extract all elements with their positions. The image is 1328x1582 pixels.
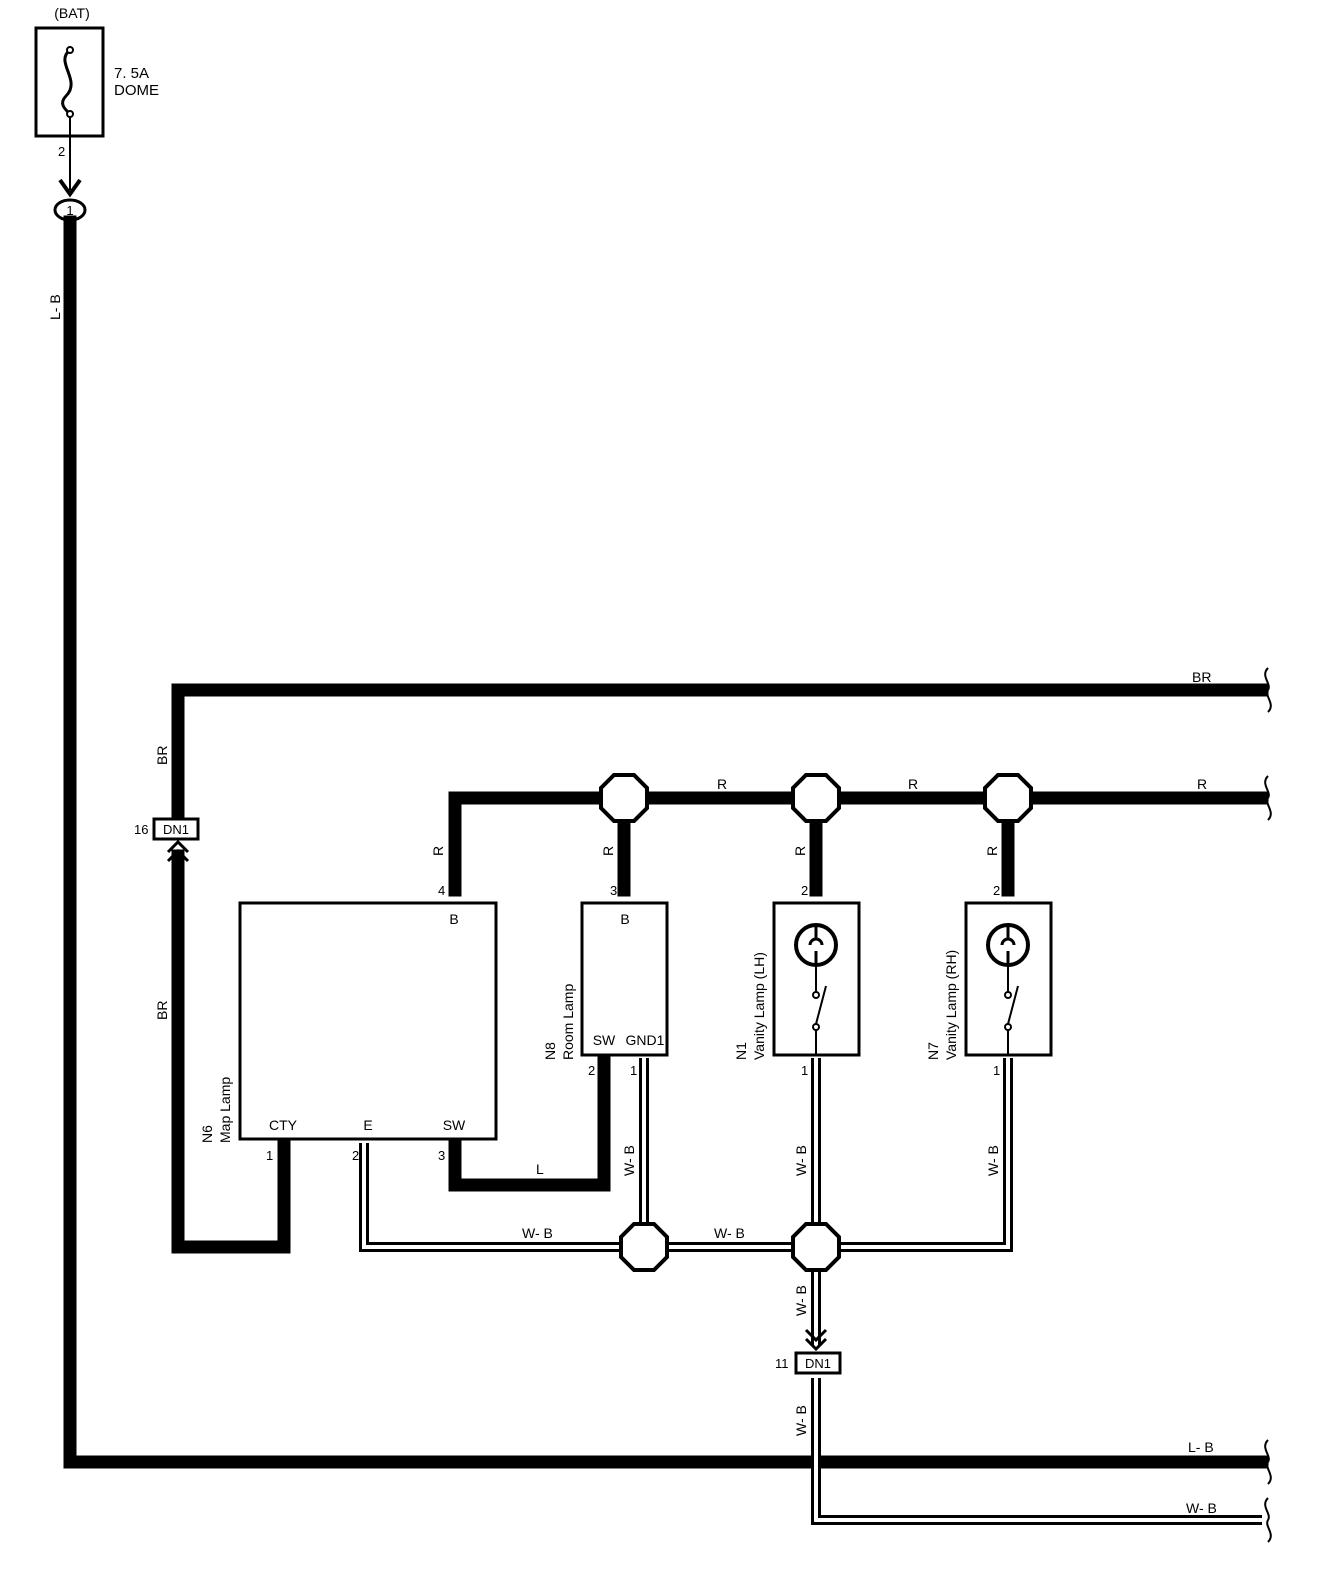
dn1-lower-pin: 11 [775,1356,789,1371]
wire-label-r-bus-1: R [717,776,727,792]
map-lamp-terminal-sw: SW [443,1117,466,1133]
wire-label-wb-bus-2: W- B [714,1225,745,1241]
dn1-upper-name: DN1 [163,822,189,837]
br-wire-lower [171,849,291,1254]
room-lamp-terminal-b: B [620,911,629,927]
dn1-upper-pin: 16 [134,822,148,837]
wire-label-wb-down-1: W- B [793,1285,809,1316]
splice-r-2 [791,773,841,823]
vanity-lh-switch-bottom [812,1023,820,1031]
wire-label-r-bus-3: R [1197,776,1207,792]
splice-wb-1 [619,1222,669,1272]
fuse-source-label: (BAT) [54,5,90,21]
map-lamp-pin-sw: 3 [438,1148,445,1163]
fuse-element-icon [61,48,73,116]
wire-label-br-upper: BR [154,746,170,765]
map-lamp-terminal-cty: CTY [269,1117,298,1133]
fuse-arrow-icon [58,178,82,198]
wire-label-r-bus-2: R [908,776,918,792]
wire-label-r-map: R [430,846,446,856]
map-lamp-pin-b: 4 [438,883,445,898]
vanity-lh-switch-top [812,991,820,999]
wire-label-lb-vertical: L- B [47,294,63,320]
wire-label-wb-bus-1: W- B [522,1225,553,1241]
l-wire [448,1053,611,1192]
wb-wire-out [814,1378,1262,1522]
fuse-rating-label: 7. 5A [114,65,149,82]
room-lamp-name: Room Lamp [560,984,576,1060]
vanity-lh-switch-icon [815,966,827,1055]
vanity-rh-name: Vanity Lamp (RH) [943,950,959,1060]
wire-label-br-top: BR [1192,669,1211,685]
dn1-upper-arrow-icon [166,839,190,863]
wire-label-r-lh: R [792,846,808,856]
map-lamp-pin-cty: 1 [266,1148,273,1163]
dn1-lower-connector [794,1351,842,1375]
dn1-lower-name: DN1 [805,1356,831,1371]
fuse-pin-label: 2 [58,144,65,159]
break-mark-br-icon [1264,667,1272,713]
wb-wire-map [362,1143,644,1249]
lb-wire [63,215,1269,1469]
dn1-lower-arrow-icon [804,1328,828,1352]
vanity-rh-pin-top: 2 [993,883,1000,898]
room-lamp-id: N8 [542,1042,558,1060]
wb-wire-rh [836,1058,1010,1249]
break-mark-r-icon [1264,775,1272,821]
splice-r-1 [599,773,649,823]
wire-label-wb-out: W- B [1186,1500,1217,1516]
wire-label-l: L [536,1161,544,1177]
break-mark-lb-icon [1264,1439,1272,1485]
room-lamp-pin-gnd: 1 [630,1063,637,1078]
room-lamp-pin-b: 3 [610,883,617,898]
room-lamp-terminal-gnd: GND1 [626,1032,665,1048]
vanity-rh-switch-bottom [1004,1023,1012,1031]
vanity-lh-name: Vanity Lamp (LH) [751,952,767,1060]
br-wire-top [171,683,1269,835]
fuse-name-label: DOME [114,82,159,99]
vanity-lh-pin-bottom: 1 [801,1063,808,1078]
map-lamp-terminal-e: E [363,1117,372,1133]
vanity-rh-switch-icon [1007,966,1019,1055]
map-lamp-box [238,901,498,1141]
splice-wb-2 [791,1222,841,1272]
map-lamp-id: N6 [199,1125,215,1143]
room-lamp-terminal-sw: SW [593,1032,616,1048]
wire-label-br-lower: BR [154,1001,170,1020]
wire-label-r-rh: R [984,846,1000,856]
junction-1-number: 1 [66,203,73,218]
vanity-rh-pin-bottom: 1 [993,1063,1000,1078]
wire-label-lb-out: L- B [1188,1439,1214,1455]
vanity-lh-filament-icon [808,926,824,966]
wire-label-wb-room: W- B [621,1145,637,1176]
room-lamp-box [580,901,669,1057]
vanity-lh-id: N1 [733,1042,749,1060]
fuse-terminal-top [66,46,74,54]
wire-label-r-room: R [600,846,616,856]
wire-label-wb-rh: W- B [985,1145,1001,1176]
map-lamp-name: Map Lamp [217,1077,233,1143]
wire-label-wb-lh: W- B [793,1145,809,1176]
map-lamp-terminal-b: B [449,911,458,927]
r-bus-wire [448,791,1269,897]
vanity-lh-pin-top: 2 [801,883,808,898]
vanity-rh-switch-top [1004,991,1012,999]
vanity-rh-filament-icon [1000,926,1016,966]
splice-r-3 [983,773,1033,823]
wire-label-wb-down-2: W- B [793,1405,809,1436]
vanity-rh-id: N7 [925,1042,941,1060]
map-lamp-pin-e: 2 [352,1148,359,1163]
break-mark-wb-icon [1264,1497,1272,1543]
dn1-upper-connector [152,817,200,841]
room-lamp-pin-sw: 2 [588,1063,595,1078]
